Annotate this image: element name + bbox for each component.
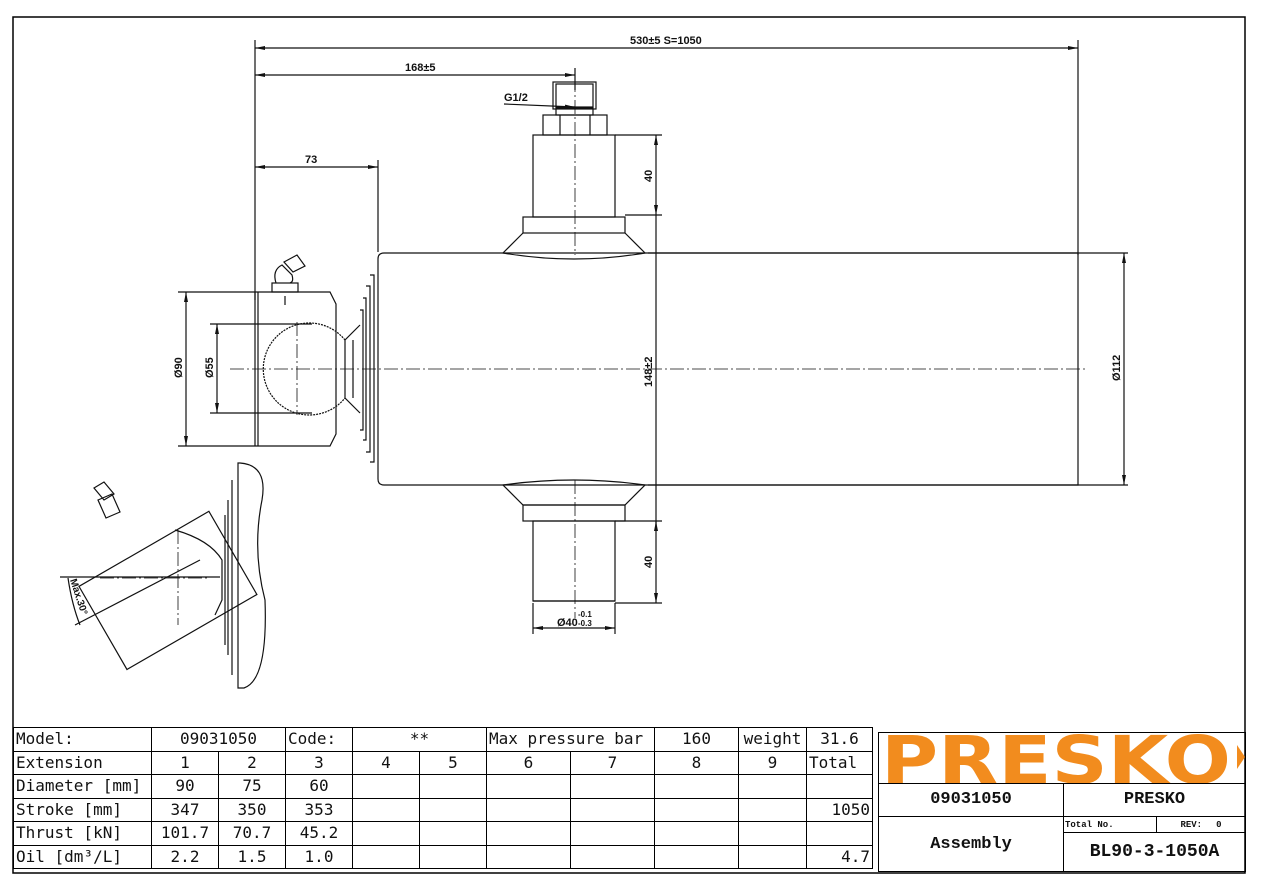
rev-value: 0 <box>1216 819 1222 830</box>
drawing-frame <box>12 16 1246 874</box>
table-cell <box>654 821 739 846</box>
table-cell: 1.0 <box>285 844 353 869</box>
table-cell <box>352 844 420 869</box>
table-cell <box>654 797 739 822</box>
header-cell: 4 <box>352 750 420 775</box>
spec-table: Model: 09031050 Code: ** Max pressure ba… <box>13 727 873 869</box>
header-cell: 7 <box>570 750 655 775</box>
table-cell <box>419 821 487 846</box>
max-pressure-value: 160 <box>654 727 739 752</box>
dim-ball-offset: 73 <box>305 154 317 166</box>
model-label: Model: <box>13 727 152 752</box>
table-cell <box>654 844 739 869</box>
table-cell <box>654 774 739 799</box>
dim-trunnion-length-top: 40 <box>643 170 655 182</box>
table-cell: 353 <box>285 797 353 822</box>
table-cell <box>352 821 420 846</box>
title-model-number: 09031050 <box>879 783 1064 817</box>
row-label: Stroke [mm] <box>13 797 152 822</box>
title-drawing-type: Assembly <box>879 817 1064 871</box>
table-cell <box>419 797 487 822</box>
table-cell: 60 <box>285 774 353 799</box>
code-value: ** <box>352 727 487 752</box>
total-cell <box>806 774 873 799</box>
table-row-diameter: Diameter [mm] 90 75 60 <box>13 774 873 799</box>
dim-ball-diameter: Ø55 <box>204 357 216 378</box>
table-cell: 350 <box>218 797 286 822</box>
row-label: Thrust [kN] <box>13 821 152 846</box>
header-cell: 3 <box>285 750 353 775</box>
table-cell: 2.2 <box>151 844 219 869</box>
header-cell: 5 <box>419 750 487 775</box>
table-cell <box>738 774 807 799</box>
dim-barrel-diameter: Ø112 <box>1111 355 1123 381</box>
header-cell: 9 <box>738 750 807 775</box>
dim-trunnion-tol-upper: -0.1 <box>578 610 592 619</box>
dim-overall-length: 530±5 S=1050 <box>630 35 702 47</box>
table-row-stroke: Stroke [mm] 347 350 353 1050 <box>13 797 873 822</box>
dim-trunnion-diameter: Ø40 <box>557 617 578 629</box>
total-cell <box>806 821 873 846</box>
table-row-extension: Extension 1 2 3 4 5 6 7 8 9 Total <box>13 750 873 775</box>
table-row-oil: Oil [dm³/L] 2.2 1.5 1.0 4.7 <box>13 844 873 869</box>
dim-port-position: 168±5 <box>405 62 436 74</box>
title-block: PRESKO 09031050 PRESKO Assembly Total No… <box>878 732 1246 872</box>
table-row-model: Model: 09031050 Code: ** Max pressure ba… <box>13 727 873 752</box>
logo-text: PRESKO <box>881 733 1231 783</box>
dim-port-thread: G1/2 <box>504 92 528 104</box>
weight-value: 31.6 <box>806 727 873 752</box>
table-cell <box>738 821 807 846</box>
table-cell <box>419 774 487 799</box>
table-cell <box>486 774 571 799</box>
header-cell: 1 <box>151 750 219 775</box>
total-no-label: Total No. <box>1064 817 1157 833</box>
table-cell <box>570 821 655 846</box>
table-row-thrust: Thrust [kN] 101.7 70.7 45.2 <box>13 821 873 846</box>
table-cell <box>738 797 807 822</box>
drawing-number: BL90-3-1050A <box>1089 842 1220 862</box>
header-cell: 2 <box>218 750 286 775</box>
presko-logo: PRESKO <box>879 733 1245 784</box>
weight-label: weight <box>738 727 807 752</box>
table-cell <box>570 774 655 799</box>
table-cell: 90 <box>151 774 219 799</box>
dim-trunnion-tol-lower: -0.3 <box>578 619 592 628</box>
table-cell <box>352 797 420 822</box>
row-label: Oil [dm³/L] <box>13 844 152 869</box>
header-cell: 8 <box>654 750 739 775</box>
max-pressure-label: Max pressure bar <box>486 727 655 752</box>
table-cell: 70.7 <box>218 821 286 846</box>
total-cell: 1050 <box>806 797 873 822</box>
code-label: Code: <box>285 727 353 752</box>
dim-trunnion-span: 148±2 <box>643 356 655 387</box>
dim-mount-diameter: Ø90 <box>173 357 185 378</box>
table-cell <box>486 797 571 822</box>
header-cell: Extension <box>13 750 152 775</box>
dim-tilt-angle: Max.30° <box>67 578 89 617</box>
header-cell-total: Total <box>806 750 873 775</box>
rev-field: REV: 0 <box>1157 817 1245 833</box>
logo-arrow-icon <box>1237 745 1245 769</box>
table-cell <box>419 844 487 869</box>
total-cell: 4.7 <box>806 844 873 869</box>
table-cell: 101.7 <box>151 821 219 846</box>
header-cell: 6 <box>486 750 571 775</box>
rev-label: REV: <box>1180 819 1203 830</box>
table-cell: 347 <box>151 797 219 822</box>
title-brand: PRESKO <box>1064 783 1245 817</box>
table-cell <box>486 821 571 846</box>
table-cell: 75 <box>218 774 286 799</box>
table-cell <box>570 844 655 869</box>
table-cell <box>352 774 420 799</box>
row-label: Diameter [mm] <box>13 774 152 799</box>
dim-trunnion-length-bottom: 40 <box>643 556 655 568</box>
table-cell <box>570 797 655 822</box>
table-cell <box>738 844 807 869</box>
table-cell: 45.2 <box>285 821 353 846</box>
table-cell: 1.5 <box>218 844 286 869</box>
table-cell <box>486 844 571 869</box>
model-value: 09031050 <box>151 727 286 752</box>
